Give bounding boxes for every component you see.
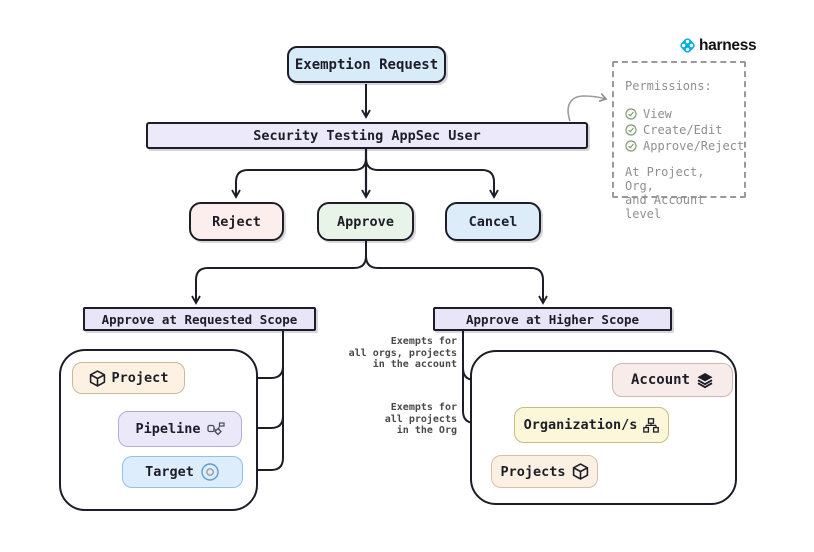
target-icon (200, 462, 220, 482)
node-appsec-user: Security Testing AppSec User (146, 122, 588, 149)
node-account: Account (612, 363, 733, 397)
cube-icon (89, 369, 106, 387)
account-scope-note: Exempts for all orgs, projects in the ac… (348, 336, 457, 370)
node-label: Projects (500, 463, 566, 480)
permission-label: View (643, 107, 672, 121)
node-label: Organization/s (523, 417, 638, 433)
node-target: Target (122, 456, 243, 488)
check-circle-icon (625, 108, 637, 120)
node-cancel: Cancel (445, 202, 541, 241)
node-label: Account (630, 372, 690, 388)
cube-icon (572, 463, 589, 480)
harness-logo: harness (678, 36, 757, 55)
harness-icon (678, 36, 697, 55)
pipeline-icon (206, 421, 225, 437)
permissions-scope-note: At Project, Org, and Account level (625, 165, 705, 221)
permission-approve-reject: Approve/Reject (625, 139, 744, 153)
permission-label: Create/Edit (643, 123, 723, 137)
check-circle-icon (625, 140, 637, 152)
node-organizations: Organization/s (514, 407, 669, 443)
node-approve-higher-scope: Approve at Higher Scope (433, 307, 672, 331)
layers-icon (696, 372, 714, 389)
node-label: Target (145, 464, 194, 480)
node-approve-requested-scope: Approve at Requested Scope (83, 307, 316, 331)
node-reject: Reject (189, 202, 284, 241)
check-circle-icon (625, 124, 637, 136)
permission-label: Approve/Reject (643, 139, 745, 153)
brand-name: harness (699, 36, 757, 54)
org-scope-note: Exempts for all projects in the Org (384, 402, 457, 436)
permissions-title: Permissions: (625, 79, 712, 93)
node-label: Pipeline (135, 421, 201, 437)
node-project: Project (72, 362, 185, 394)
org-chart-icon (643, 417, 660, 433)
permission-create-edit: Create/Edit (625, 123, 736, 137)
node-label: Project (111, 370, 169, 386)
node-exemption-request: Exemption Request (287, 46, 446, 83)
permissions-legend: Permissions: View Create/Edit Approve/Re… (612, 61, 746, 221)
permission-view: View (625, 107, 736, 121)
node-pipeline: Pipeline (118, 411, 242, 447)
node-approve: Approve (317, 202, 414, 241)
node-projects: Projects (491, 455, 598, 488)
